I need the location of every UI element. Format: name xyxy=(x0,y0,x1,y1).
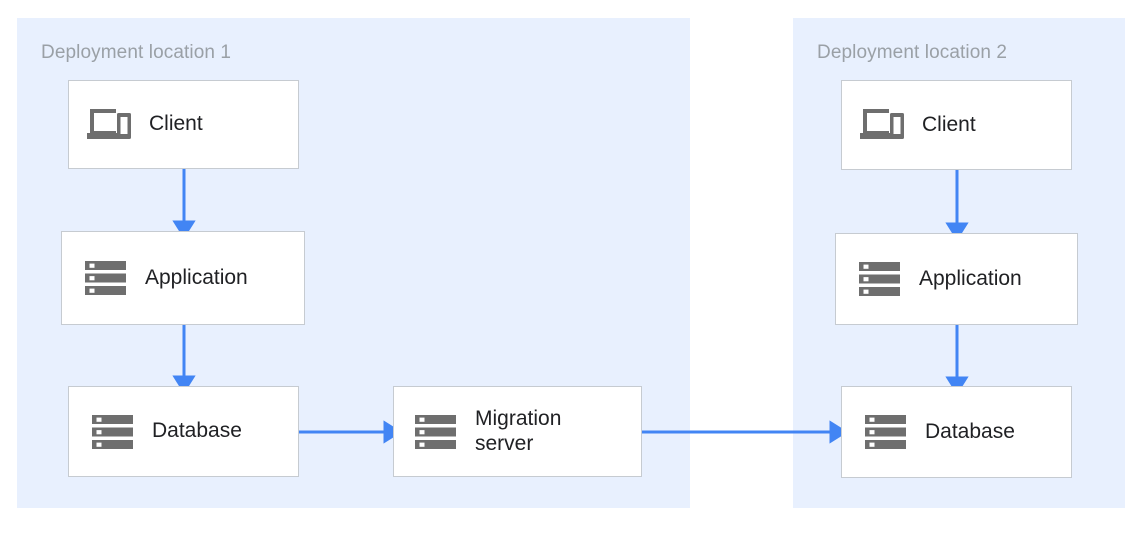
zone-label-deployment-location-2: Deployment location 2 xyxy=(817,42,1008,63)
node-database-2[interactable]: Database xyxy=(841,386,1072,478)
node-database-1[interactable]: Database xyxy=(68,386,299,477)
server-icon xyxy=(84,258,127,298)
node-label-database-2: Database xyxy=(925,419,1015,443)
devices-icon xyxy=(86,105,132,145)
node-client-2[interactable]: Client xyxy=(841,80,1072,170)
node-label-database-1: Database xyxy=(152,419,242,443)
server-icon xyxy=(91,412,134,452)
server-icon xyxy=(414,412,457,452)
zone-label-deployment-location-1: Deployment location 1 xyxy=(41,42,232,63)
server-icon xyxy=(858,259,901,299)
server-icon xyxy=(864,412,907,452)
node-application-2[interactable]: Application xyxy=(835,233,1078,325)
node-migration-server[interactable]: Migration server xyxy=(393,386,642,477)
node-application-1[interactable]: Application xyxy=(61,231,305,325)
devices-icon xyxy=(859,105,905,145)
node-label-migration-server: Migration server xyxy=(475,407,562,455)
node-label-application-2: Application xyxy=(919,266,1022,290)
node-label-client-2: Client xyxy=(922,112,976,136)
node-label-application-1: Application xyxy=(145,265,248,289)
node-client-1[interactable]: Client xyxy=(68,80,299,169)
node-label-client-1: Client xyxy=(149,112,203,136)
